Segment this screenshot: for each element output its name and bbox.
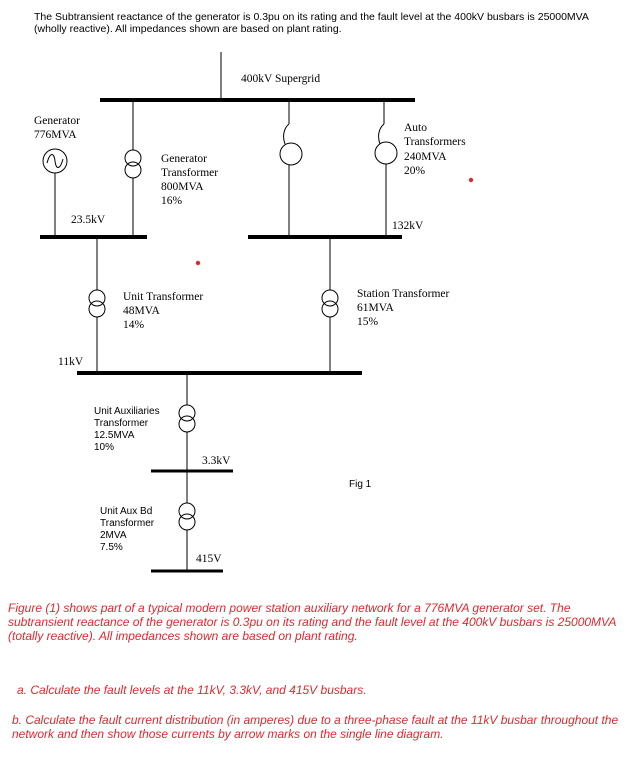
auto-transformer-1-tap	[283, 123, 290, 145]
figure-label: Fig 1	[349, 479, 372, 490]
auto-transformer-1-winding	[279, 142, 303, 166]
gen-transformer-title-1: Generator	[161, 153, 207, 165]
unit-aux-transformer-rating: 12.5MVA	[94, 430, 135, 441]
bus-label-132kv: 132kV	[392, 220, 424, 232]
auto-transformer-2-tap	[378, 123, 385, 145]
unit-aux-bd-transformer-title-1: Unit Aux Bd	[100, 506, 152, 517]
station-transformer-winding-1	[321, 289, 339, 307]
unit-aux-bd-transformer-winding-1	[178, 502, 196, 520]
auto-transformer-title-2: Transformers	[404, 136, 466, 148]
gen-transformer-title-2: Transformer	[161, 167, 218, 179]
sine-wave-icon	[46, 154, 64, 168]
gen-transformer-rating: 800MVA	[161, 181, 204, 193]
unit-aux-bd-transformer-winding-2	[178, 513, 196, 531]
unit-transformer-winding-2	[88, 300, 106, 318]
auto-transformer-title-1: Auto	[404, 122, 427, 134]
unit-aux-transformer-winding-1	[178, 404, 196, 422]
unit-aux-transformer-impedance: 10%	[94, 442, 114, 453]
unit-transformer-rating: 48MVA	[123, 305, 161, 317]
generator-title: Generator	[34, 115, 80, 127]
question-part-b: b. Calculate the fault current distribut…	[12, 713, 619, 741]
supergrid-label: 400kV Supergrid	[241, 73, 320, 85]
unit-aux-bd-transformer-title-2: Transformer	[100, 518, 155, 529]
generator-rating: 776MVA	[34, 129, 77, 141]
question-part-a: a. Calculate the fault levels at the 11k…	[17, 683, 367, 697]
station-transformer-rating: 61MVA	[357, 302, 395, 314]
gen-transformer-winding-2	[124, 161, 142, 179]
question-intro: Figure (1) shows part of a typical moder…	[8, 601, 616, 643]
station-transformer-impedance: 15%	[357, 316, 379, 328]
unit-aux-transformer-title-1: Unit Auxiliaries	[94, 406, 160, 417]
unit-transformer-title: Unit Transformer	[123, 291, 203, 303]
bus-label-23kv: 23.5kV	[71, 214, 106, 226]
bus-label-415v: 415V	[196, 553, 222, 565]
red-dot-marker	[468, 177, 474, 183]
header-text: The Subtransient reactance of the genera…	[34, 11, 589, 35]
unit-aux-bd-transformer-impedance: 7.5%	[100, 542, 123, 553]
unit-aux-bd-transformer-rating: 2MVA	[100, 530, 127, 541]
gen-transformer-impedance: 16%	[161, 195, 183, 207]
station-transformer-winding-2	[321, 300, 339, 318]
bus-label-3kv: 3.3kV	[202, 455, 231, 467]
bus-label-11kv: 11kV	[58, 356, 84, 368]
gen-transformer-winding-1	[124, 149, 142, 167]
unit-transformer-impedance: 14%	[123, 319, 145, 331]
auto-transformer-impedance: 20%	[404, 165, 426, 177]
auto-transformer-2-winding	[374, 141, 398, 165]
single-line-diagram: 400kV Supergrid Generator 776MVA Generat…	[34, 52, 474, 573]
unit-aux-transformer-winding-2	[178, 415, 196, 433]
red-dot-marker	[195, 260, 201, 266]
unit-aux-transformer-title-2: Transformer	[94, 418, 149, 429]
auto-transformer-rating: 240MVA	[404, 151, 447, 163]
unit-transformer-winding-1	[88, 289, 106, 307]
station-transformer-title: Station Transformer	[357, 288, 449, 300]
